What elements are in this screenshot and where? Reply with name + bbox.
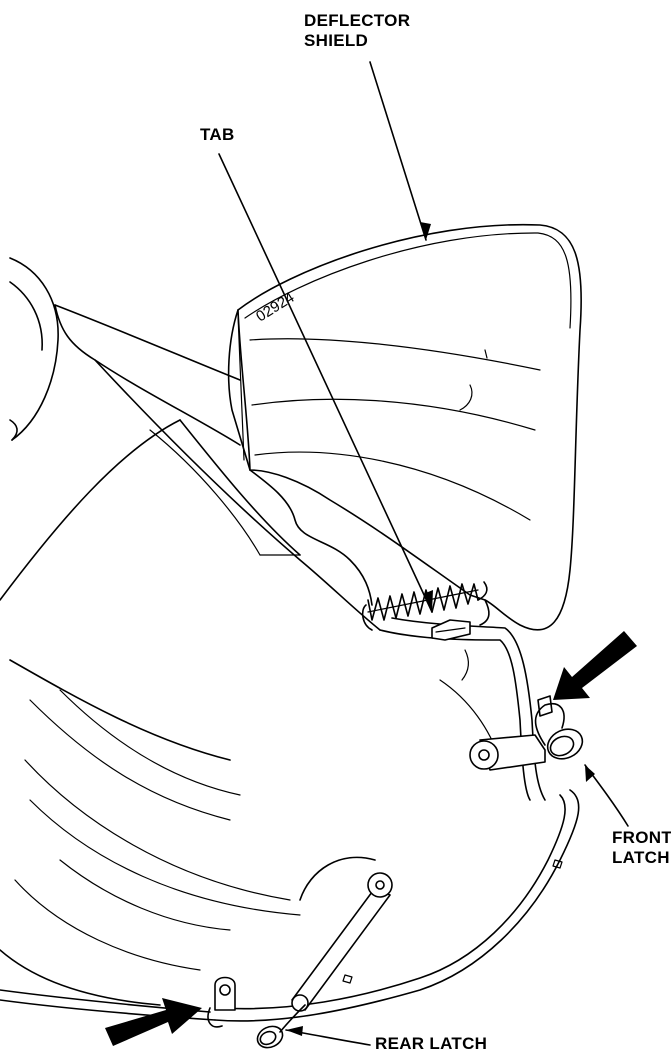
front-latch-pointer-arrow [553,631,637,700]
rear-latch [207,872,393,1049]
rear-latch-arrowhead [286,1026,303,1036]
front-latch [469,695,584,771]
leader-arrowheads [286,222,595,1036]
rear-latch-pointer-arrow [105,998,202,1046]
deflector-leader [369,61,427,241]
tab [431,619,471,641]
deflector-shield-label-line1: DEFLECTOR [304,11,411,30]
tab-label: TAB [200,125,235,144]
front-latch-label-line1: FRONT [612,828,671,847]
spring [361,581,488,631]
rear-latch-label: REAR LATCH [375,1034,488,1053]
front-latch-arrowhead [585,765,595,782]
deflector-shield-label: DEFLECTOR SHIELD [304,11,410,51]
deflector-arrowhead [420,222,431,240]
deflector-shield-label-line2: SHIELD [304,31,369,50]
tab-leader [218,153,433,613]
tab-arrowhead [423,590,433,612]
deflector-shield: 02924 [227,223,583,631]
front-latch-label-line2: LATCH [612,848,670,867]
front-latch-label: FRONT LATCH [612,828,671,868]
